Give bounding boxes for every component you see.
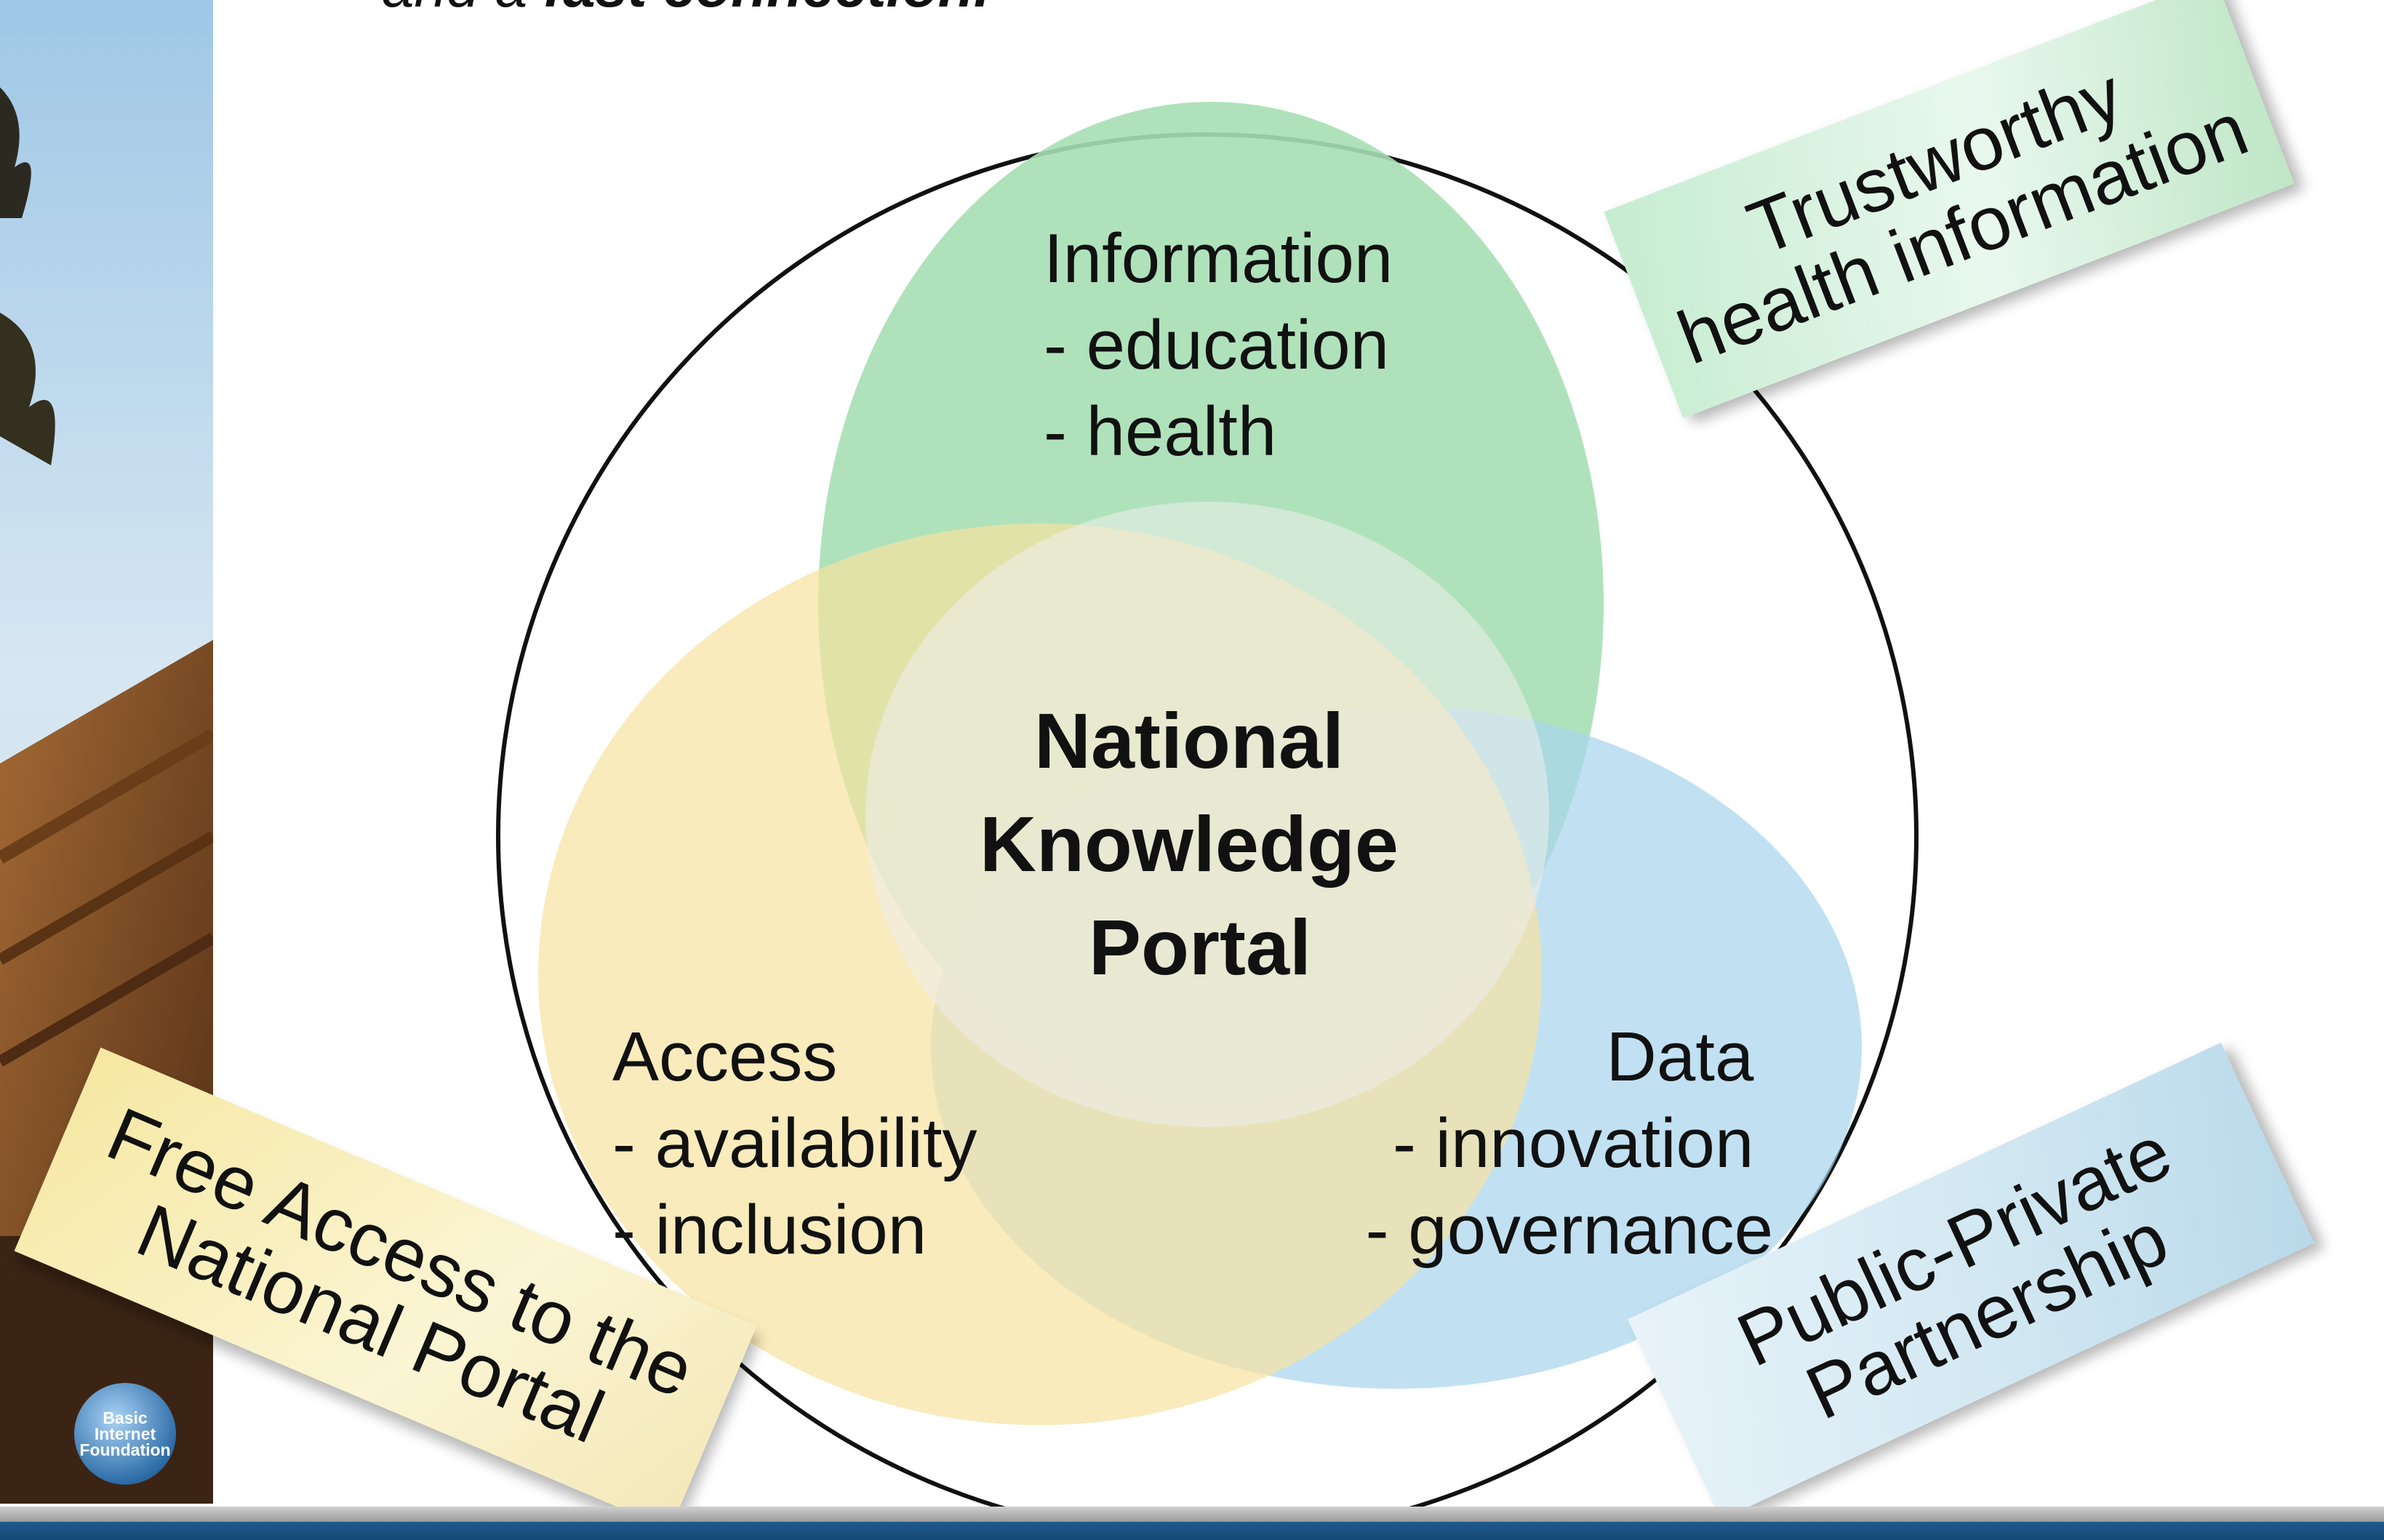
access-title: Access — [612, 1018, 837, 1096]
information-title: Information — [1044, 220, 1393, 297]
top-caption: and a fast connection. — [382, 0, 990, 16]
information-item: - health — [1044, 393, 1276, 470]
caption-prefix: and a — [382, 0, 543, 19]
center-label-line: National — [1034, 697, 1344, 785]
logo-text-line: Basic — [103, 1408, 148, 1427]
bottom-bar — [0, 1507, 2384, 1540]
center-label-line: Portal — [1089, 903, 1311, 991]
center-overlap — [865, 502, 1549, 1127]
logo-text-line: Internet — [94, 1424, 156, 1443]
access-item: - availability — [612, 1104, 977, 1182]
data-title: Data — [1607, 1018, 1754, 1096]
caption-bold: fast connection. — [543, 0, 989, 19]
center-label-line: Knowledge — [980, 800, 1399, 888]
svg-text:Data - innovation - go: Data - innovation - governance — [1366, 1018, 1773, 1269]
svg-text:Information - education: Information - education - health — [1044, 220, 1412, 470]
data-item: - innovation — [1393, 1104, 1753, 1182]
information-item: - education — [1044, 306, 1389, 384]
data-item: - governance — [1366, 1191, 1773, 1269]
access-item: - inclusion — [612, 1191, 927, 1269]
svg-text:Access - availability: Access - availability - inclusion — [612, 1018, 996, 1269]
svg-text:National Knowledge Por: National Knowledge Portal — [980, 697, 1420, 991]
logo-text-line: Foundation — [79, 1440, 171, 1459]
foundation-logo: Basic Internet Foundation — [74, 1383, 176, 1485]
